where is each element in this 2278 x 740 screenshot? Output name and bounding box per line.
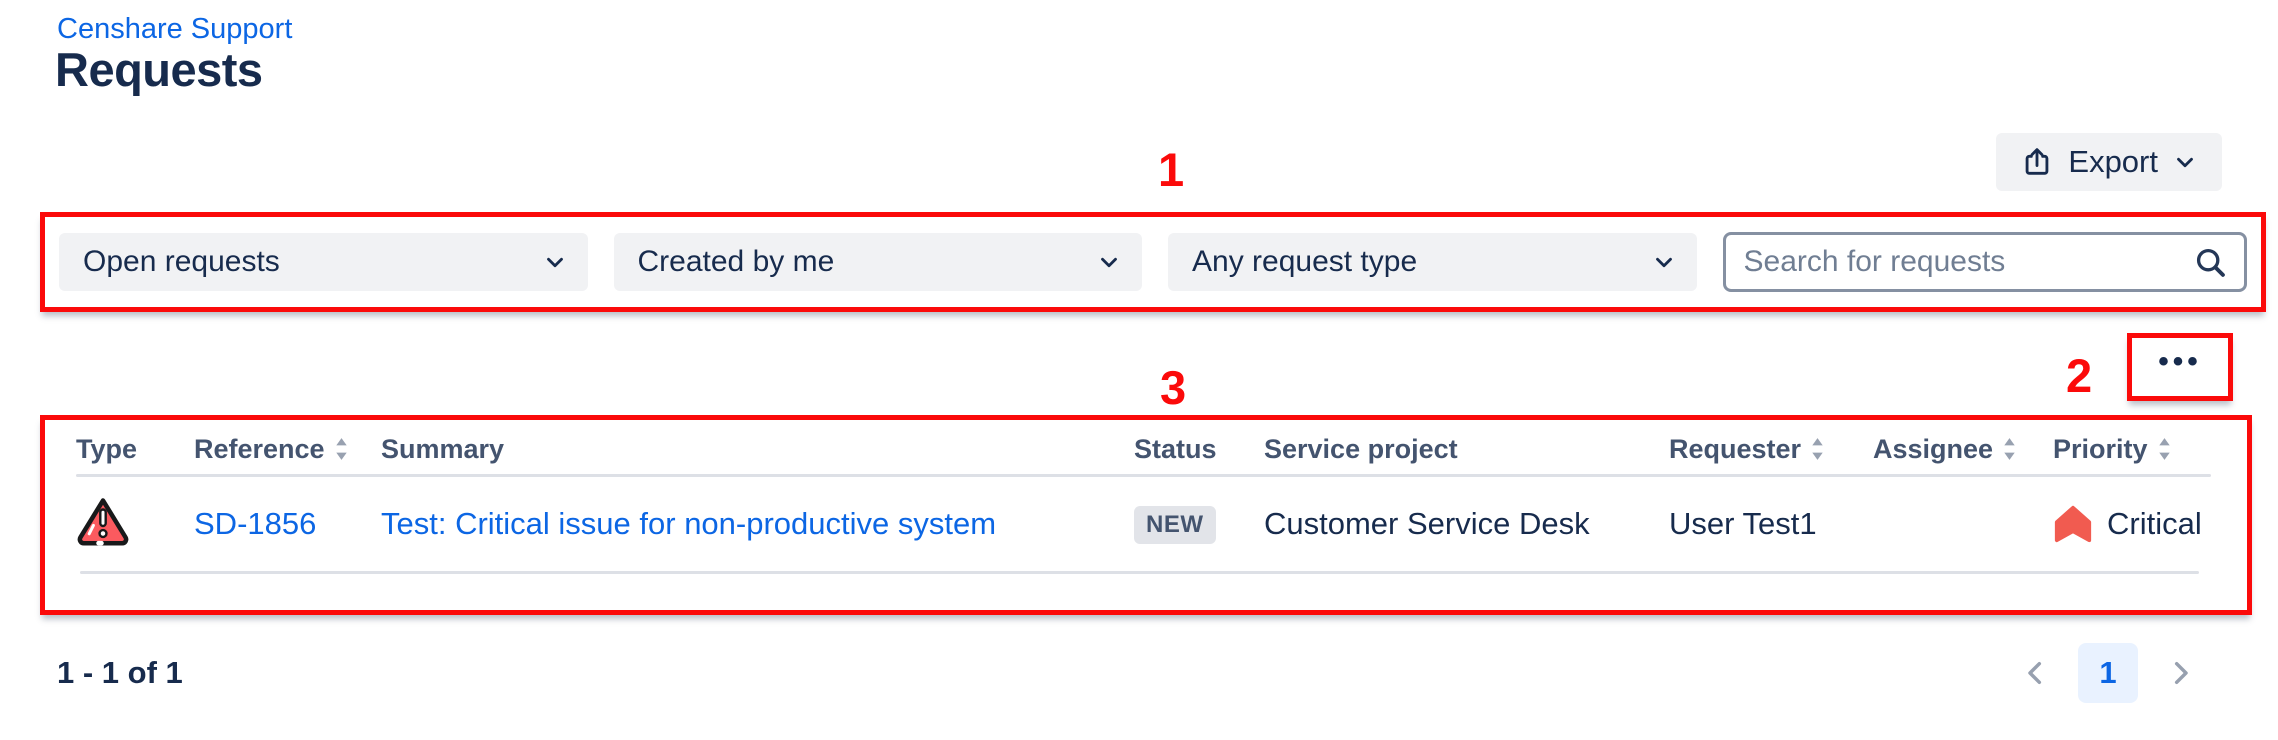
search-box: [1722, 232, 2247, 292]
column-header-label: Requester: [1669, 433, 1802, 464]
annotation-number-3: 3: [1160, 361, 1187, 414]
filter-bar-annotation-box: Open requests Created by me Any request …: [40, 212, 2266, 312]
column-header-label: Summary: [381, 433, 505, 464]
chevron-down-icon: [1096, 249, 1122, 275]
chevron-down-icon: [1651, 249, 1677, 275]
column-header-requester[interactable]: Requester: [1669, 434, 1873, 465]
service-project-cell: Customer Service Desk: [1264, 506, 1590, 541]
search-icon[interactable]: [2192, 244, 2228, 280]
critical-priority-arrow-icon: [2053, 504, 2093, 544]
column-header-type[interactable]: Type: [76, 434, 194, 465]
summary-link[interactable]: Test: Critical issue for non-productive …: [381, 506, 997, 541]
annotation-number-2: 2: [2066, 349, 2093, 402]
column-header-label: Type: [76, 433, 138, 464]
column-header-label: Status: [1134, 433, 1217, 464]
pager: 1: [2016, 643, 2200, 703]
sort-arrows-icon[interactable]: [2002, 436, 2017, 462]
column-header-reference[interactable]: Reference: [194, 434, 381, 465]
status-badge: NEW: [1134, 506, 1216, 544]
request-type-filter-dropdown[interactable]: Any request type: [1168, 233, 1697, 291]
export-button[interactable]: Export: [1996, 133, 2222, 191]
requests-table-annotation-box: Type Reference Summary Status Service pr…: [40, 415, 2252, 615]
reference-cell: SD-1856: [194, 506, 381, 542]
export-label: Export: [2068, 144, 2158, 179]
column-header-status[interactable]: Status: [1134, 434, 1264, 465]
chevron-down-icon: [542, 249, 568, 275]
column-header-service-project[interactable]: Service project: [1264, 434, 1669, 465]
next-page-button[interactable]: [2160, 653, 2200, 693]
annotation-number-1: 1: [1158, 143, 1185, 196]
priority-label: Critical: [2107, 506, 2202, 541]
table-row[interactable]: SD-1856 Test: Critical issue for non-pro…: [45, 477, 2247, 571]
pagination-footer: 1 - 1 of 1 1: [57, 642, 2200, 704]
sort-arrows-icon[interactable]: [2157, 436, 2172, 462]
search-input[interactable]: [1743, 245, 2192, 279]
issue-type-cell: [76, 494, 194, 554]
column-header-label: Service project: [1264, 433, 1458, 464]
page-1-button[interactable]: 1: [2078, 643, 2138, 703]
chevron-down-icon: [2172, 149, 2198, 175]
table-header-row: Type Reference Summary Status Service pr…: [45, 420, 2247, 474]
more-options-annotation-box: •••: [2127, 333, 2233, 401]
requester-cell: User Test1: [1669, 506, 1817, 541]
summary-cell: Test: Critical issue for non-productive …: [381, 506, 1134, 542]
column-header-label: Assignee: [1873, 433, 1994, 464]
share-export-icon: [2020, 145, 2054, 179]
warning-triangle-icon: [76, 494, 130, 546]
status-filter-value: Open requests: [83, 245, 280, 278]
chevron-right-icon: [2164, 657, 2196, 689]
owner-filter-dropdown[interactable]: Created by me: [613, 233, 1142, 291]
request-type-filter-value: Any request type: [1192, 245, 1418, 278]
column-header-label: Reference: [194, 433, 325, 464]
header-divider: [76, 474, 2211, 477]
row-divider: [80, 571, 2199, 574]
reference-link[interactable]: SD-1856: [194, 506, 317, 541]
column-header-assignee[interactable]: Assignee: [1873, 434, 2053, 465]
chevron-left-icon: [2020, 657, 2052, 689]
column-header-priority[interactable]: Priority: [2053, 434, 2227, 465]
previous-page-button[interactable]: [2016, 653, 2056, 693]
breadcrumb-project-link[interactable]: Censhare Support: [57, 13, 293, 45]
column-header-label: Priority: [2053, 433, 2148, 464]
owner-filter-value: Created by me: [637, 245, 835, 278]
status-cell: NEW: [1134, 504, 1264, 544]
column-header-summary[interactable]: Summary: [381, 434, 1134, 465]
result-range-text: 1 - 1 of 1: [57, 655, 183, 690]
status-filter-dropdown[interactable]: Open requests: [59, 233, 588, 291]
more-options-button[interactable]: •••: [2158, 345, 2202, 378]
sort-arrows-icon[interactable]: [334, 436, 349, 462]
priority-cell: Critical: [2053, 504, 2227, 544]
sort-arrows-icon[interactable]: [1810, 436, 1825, 462]
page-title: Requests: [55, 43, 263, 96]
